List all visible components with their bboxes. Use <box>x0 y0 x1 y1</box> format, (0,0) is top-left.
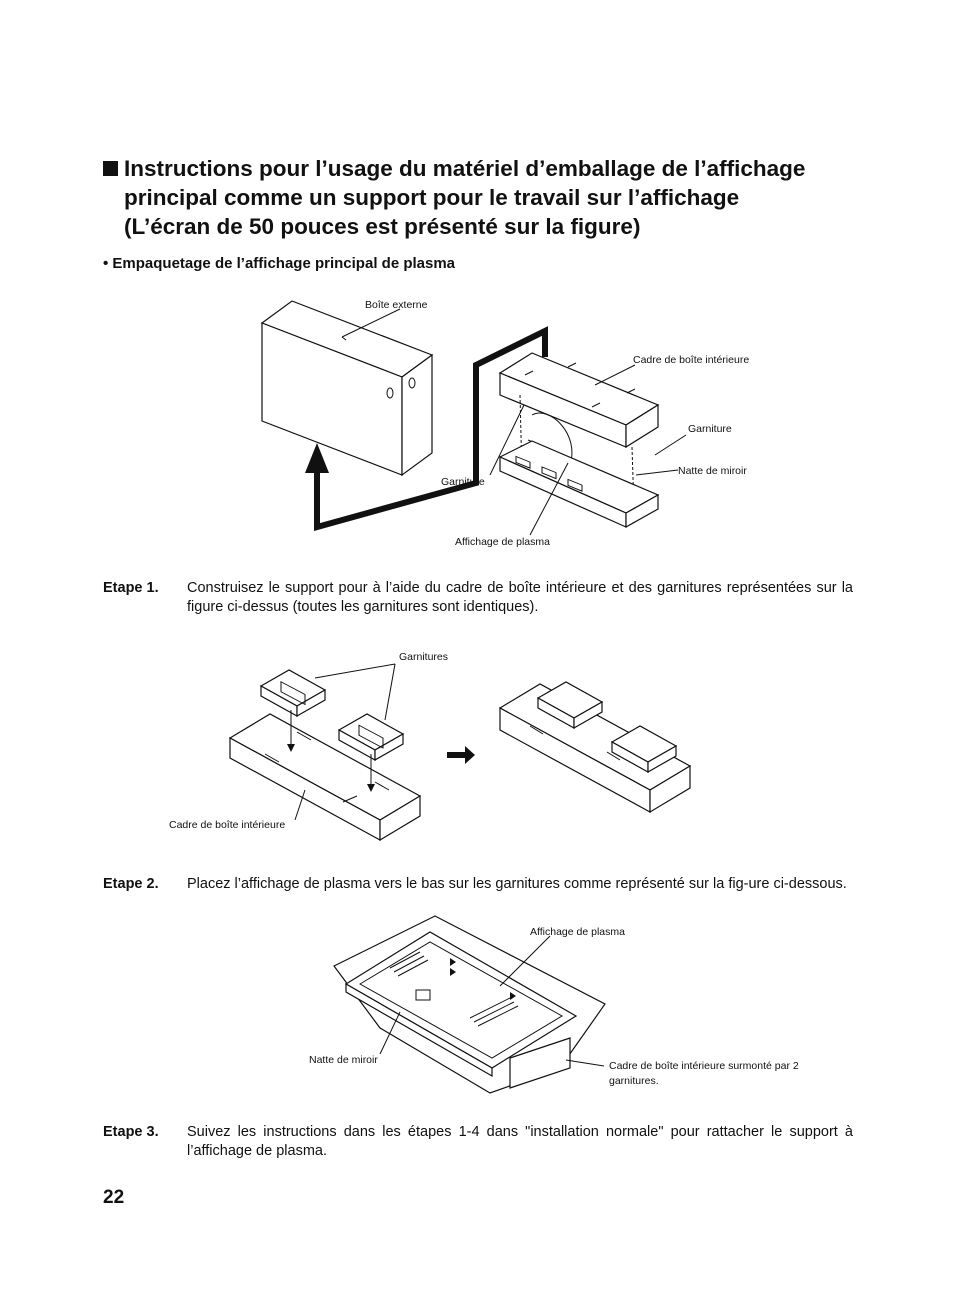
return-arrow <box>305 326 548 531</box>
title-line-1: Instructions pour l’usage du matériel d’… <box>124 156 806 181</box>
frame-drawing-after <box>498 681 692 814</box>
outer-box-drawing <box>260 300 434 477</box>
label-affichage-de-plasma: Affichage de plasma <box>455 536 550 548</box>
step-3: Etape 3. Suivez les instructions dans le… <box>103 1123 853 1161</box>
label-natte-de-miroir-2: Natte de miroir <box>309 1054 378 1066</box>
step-1-label: Etape 1. <box>103 580 159 596</box>
title-line-2: principal comme un support pour le trava… <box>124 185 740 210</box>
square-bullet-icon <box>103 161 118 176</box>
step-2: Etape 2. Placez l’affichage de plasma ve… <box>103 875 853 894</box>
step-1: Etape 1. Construisez le support pour à l… <box>103 579 853 617</box>
label-cadre-boite-interieure-2: Cadre de boîte intérieure <box>169 819 286 831</box>
label-affichage-de-plasma-2: Affichage de plasma <box>530 926 625 938</box>
label-garnitures: Garnitures <box>399 651 449 663</box>
label-boite-externe: Boîte externe <box>365 299 428 311</box>
cushion-drawing-1 <box>259 669 327 718</box>
step-2-label: Etape 2. <box>103 876 159 892</box>
step-3-text: Suivez les instructions dans les étapes … <box>187 1124 853 1159</box>
frame-drawing-before <box>228 713 422 842</box>
label-cadre-surmonte-line2: garnitures. <box>609 1075 659 1087</box>
label-cadre-surmonte-line1: Cadre de boîte intérieure surmonté par 2 <box>609 1060 799 1072</box>
page-title: Instructions pour l’usage du matériel d’… <box>103 154 893 241</box>
plasma-display-drawing <box>344 931 578 1078</box>
page-number: 22 <box>103 1187 125 1208</box>
title-line-3: (L’écran de 50 pouces est présenté sur l… <box>124 214 641 239</box>
label-garniture-left: Garniture <box>441 476 485 488</box>
display-on-mat-illustration <box>333 915 606 1094</box>
cushion-assembly-illustration <box>228 663 692 842</box>
step-2-text: Placez l’affichage de plasma vers le bas… <box>187 876 847 892</box>
label-cadre-boite-interieure: Cadre de boîte intérieure <box>633 354 750 366</box>
right-arrow-icon <box>447 746 475 764</box>
step-1-text: Construisez le support pour à l’aide du … <box>187 580 853 615</box>
label-garniture-right: Garniture <box>688 423 732 435</box>
cushion-drawing-2 <box>337 713 405 762</box>
section-subtitle: • Empaquetage de l’affichage principal d… <box>103 255 456 272</box>
label-natte-de-miroir: Natte de miroir <box>678 465 747 477</box>
step-3-label: Etape 3. <box>103 1124 159 1140</box>
packing-illustration <box>260 300 687 536</box>
inner-frame-drawing <box>498 352 660 529</box>
